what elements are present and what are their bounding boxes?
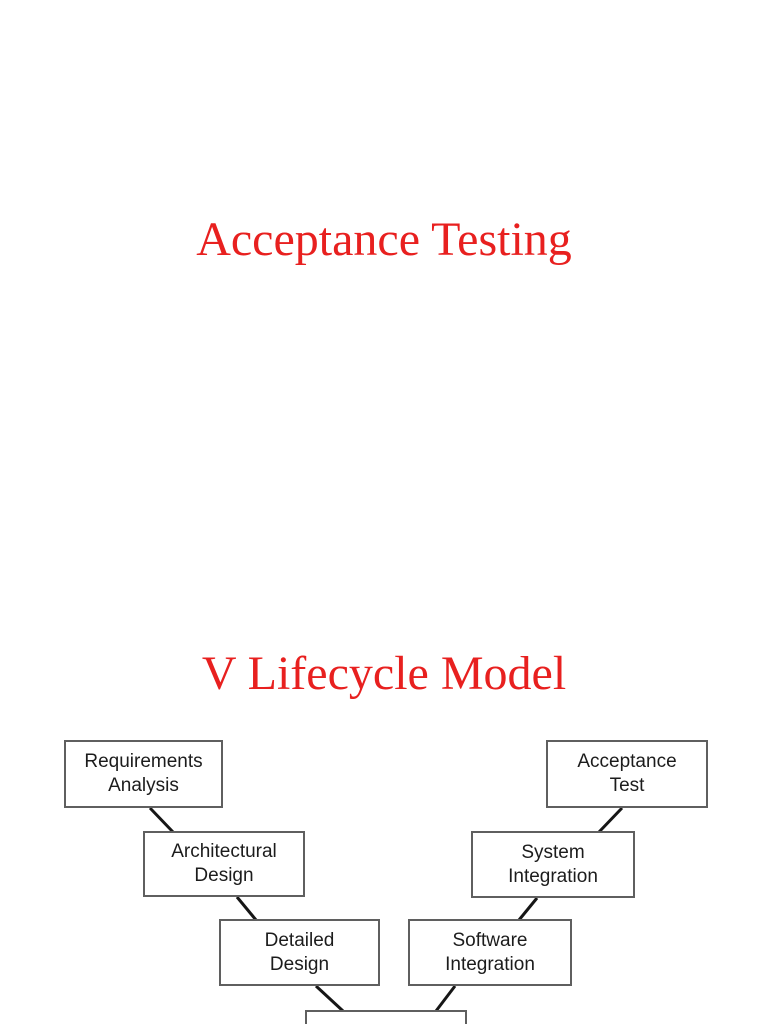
connector-det-to-bottom — [314, 984, 345, 1013]
box-detailed-design: Detailed Design — [219, 919, 380, 986]
box-architectural-design: Architectural Design — [143, 831, 305, 897]
connector-sys-to-soft — [517, 897, 539, 921]
slide2-title: V Lifecycle Model — [201, 647, 567, 700]
box-requirements-analysis: Requirements Analysis — [64, 740, 223, 808]
box-system-integration: System Integration — [471, 831, 635, 898]
connector-acc-to-sys — [597, 806, 624, 834]
box-software-integration: Software Integration — [408, 919, 572, 986]
slide1-title: Acceptance Testing — [196, 213, 572, 266]
box-bottom-cropped — [305, 1010, 467, 1024]
box-acceptance-test: Acceptance Test — [546, 740, 708, 808]
connector-arch-to-det — [235, 896, 258, 921]
connector-req-to-arch — [148, 806, 175, 834]
connector-soft-to-bottom — [434, 985, 457, 1012]
